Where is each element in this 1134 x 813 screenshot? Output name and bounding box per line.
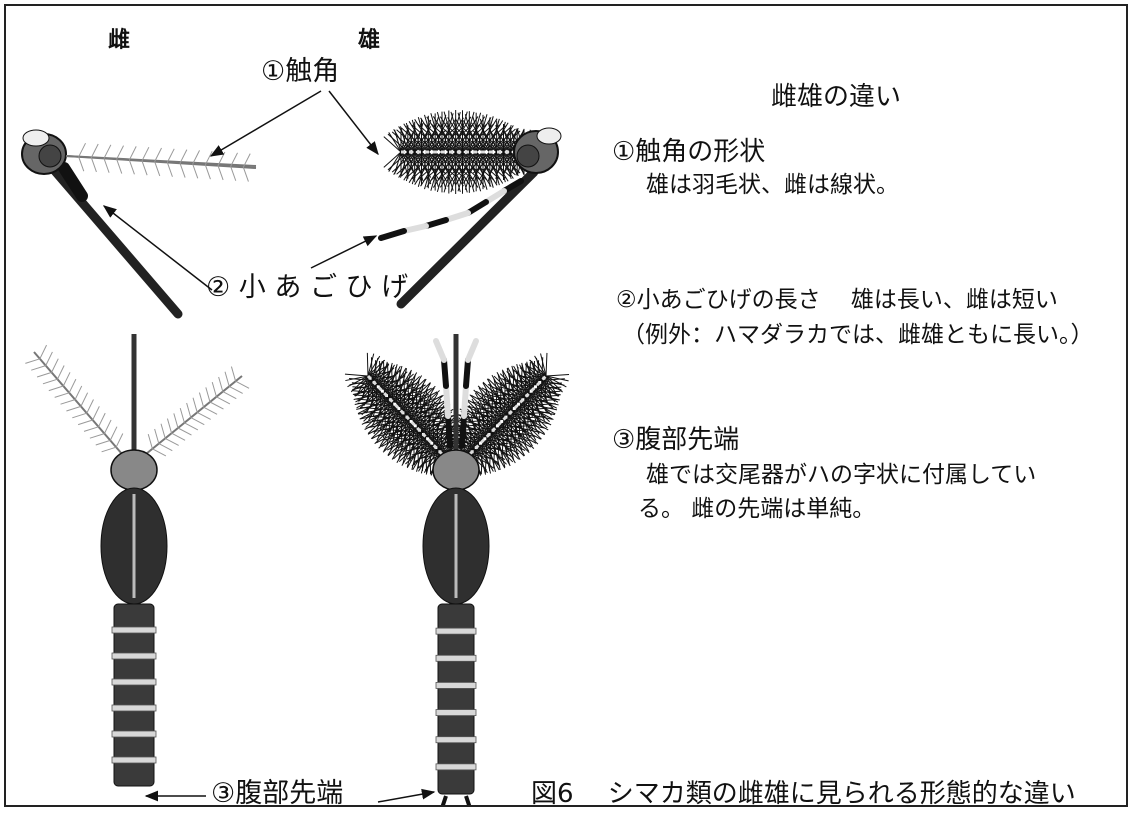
figure-caption: 図6 シマカ類の雌雄に見られる形態的な違い — [531, 779, 1076, 807]
note-3-body-line1: 雄では交尾器がハの字状に付属してい — [646, 462, 1037, 488]
note-1-body: 雄は羽毛状、雌は線状。 — [646, 172, 899, 198]
mosquito-illustration — [21, 90, 570, 805]
female-column-label: 雌 — [108, 28, 131, 53]
male-head-side — [378, 127, 562, 309]
female-antenna-side — [65, 142, 257, 182]
note-3-title: ③腹部先端 — [612, 425, 740, 455]
male-column-label: 雄 — [358, 28, 381, 53]
note-2-body: （例外：ハマダラカでは、雌雄ともに長い。） — [622, 322, 1094, 348]
female-body-dorsal — [100, 334, 168, 787]
female-antenna-right — [145, 366, 250, 457]
abdomen-tip-callout: ③腹部先端 — [211, 778, 344, 807]
female-head-side — [21, 129, 183, 319]
female-antenna-left — [25, 344, 124, 455]
antenna-callout: ①触角 — [261, 56, 340, 87]
palp-callout: ② 小 あ ご ひ げ — [206, 272, 409, 303]
note-1-title: ①触角の形状 — [612, 137, 766, 167]
arrows — [102, 90, 436, 803]
notes-title: 雌雄の違い — [771, 82, 902, 112]
note-3-body-line2: る。 雌の先端は単純。 — [638, 496, 876, 522]
figure-frame: 雌 雄 ①触角 ② 小 あ ご ひ げ ③腹部先端 雌雄の違い ①触角の形状 雄… — [4, 4, 1128, 807]
note-2-title: ②小あごひげの長さ 雄は長い、雌は短い — [616, 287, 1058, 313]
male-body-dorsal — [422, 334, 490, 805]
